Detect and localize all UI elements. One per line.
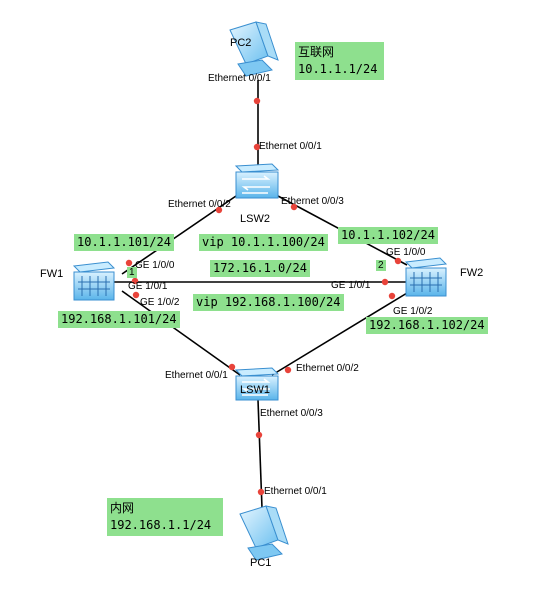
pc1-port-label: Ethernet 0/0/1 xyxy=(264,486,327,497)
lsw1-name: LSW1 xyxy=(240,384,270,396)
port-dot xyxy=(255,431,263,439)
internet-name: 互联网 xyxy=(298,45,335,59)
port-dot xyxy=(381,278,389,286)
vip-uplink: vip 10.1.1.100/24 xyxy=(199,234,328,251)
port-dot xyxy=(257,488,265,496)
port-dot xyxy=(394,257,402,265)
port-dot xyxy=(253,97,261,105)
port-dot xyxy=(125,259,133,267)
lsw1-switch-icon[interactable] xyxy=(234,367,280,401)
lsw2-port3-label: Ethernet 0/0/3 xyxy=(281,196,344,207)
fw1-ge102-label: GE 1/0/2 xyxy=(140,297,180,308)
heartbeat-fw2-number: 2 xyxy=(376,260,386,271)
lsw2-switch-icon[interactable] xyxy=(234,163,280,199)
lsw2-port2-label: Ethernet 0/0/2 xyxy=(168,199,231,210)
pc2-port-label: Ethernet 0/0/1 xyxy=(208,73,271,84)
intranet-label-box: 内网 192.168.1.1/24 xyxy=(107,498,223,536)
fw2-uplink-ip: 10.1.1.102/24 xyxy=(338,227,438,244)
intranet-network: 192.168.1.1/24 xyxy=(110,518,212,532)
fw1-downlink-ip: 192.168.1.101/24 xyxy=(58,311,180,328)
fw2-ge102-label: GE 1/0/2 xyxy=(393,306,433,317)
lsw2-name: LSW2 xyxy=(240,213,270,225)
link-fw2-lsw1 xyxy=(271,289,413,376)
port-dot xyxy=(290,203,298,211)
port-dot xyxy=(253,143,261,151)
port-dot xyxy=(132,291,140,299)
fw2-downlink-ip: 192.168.1.102/24 xyxy=(366,317,488,334)
port-dot xyxy=(228,363,236,371)
port-dot xyxy=(131,277,139,285)
fw1-ge101-label: GE 1/0/1 xyxy=(128,281,168,292)
vip-downlink: vip 192.168.1.100/24 xyxy=(193,294,344,311)
link-fw1-lsw1 xyxy=(121,290,241,376)
port-dot xyxy=(284,366,292,374)
fw1-firewall-icon[interactable] xyxy=(72,261,116,301)
lsw1-port3-label: Ethernet 0/0/3 xyxy=(260,408,323,419)
internet-network: 10.1.1.1/24 xyxy=(298,62,378,76)
intranet-name: 内网 xyxy=(110,501,135,515)
pc1-name: PC1 xyxy=(250,557,272,569)
fw2-ge100-label: GE 1/0/0 xyxy=(386,247,426,258)
fw1-ge100-label: GE 1/0/0 xyxy=(135,260,175,271)
pc2-computer-icon[interactable] xyxy=(229,21,279,77)
fw2-name: FW2 xyxy=(460,267,484,279)
lsw2-port1-label: Ethernet 0/0/1 xyxy=(259,141,322,152)
port-dots xyxy=(125,97,402,496)
internet-label-box: 互联网 10.1.1.1/24 xyxy=(295,42,384,80)
fw2-ge101-label: GE 1/0/1 xyxy=(331,280,371,291)
pc1-computer-icon[interactable] xyxy=(239,505,289,561)
fw1-uplink-ip: 10.1.1.101/24 xyxy=(74,234,174,251)
port-dot xyxy=(215,206,223,214)
fw1-name: FW1 xyxy=(40,268,64,280)
lsw1-port2-label: Ethernet 0/0/2 xyxy=(296,363,359,374)
heartbeat-network: 172.16.1.0/24 xyxy=(210,260,310,277)
heartbeat-fw1-number: 1 xyxy=(127,267,137,278)
fw2-firewall-icon[interactable] xyxy=(404,257,448,297)
lsw1-port1-label: Ethernet 0/0/1 xyxy=(165,370,228,381)
port-dot xyxy=(388,292,396,300)
pc2-name: PC2 xyxy=(230,37,252,49)
